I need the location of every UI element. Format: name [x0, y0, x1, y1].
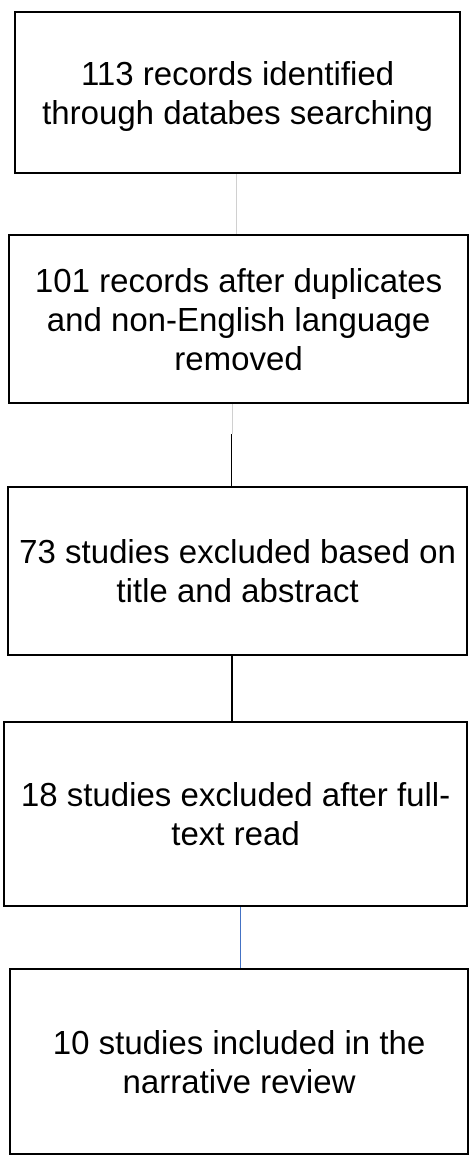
step-records-identified-label: 113 records identified through databes s… — [42, 54, 433, 131]
connector-line-2-3-lower — [231, 434, 232, 486]
step-excluded-title-abstract-label: 73 studies excluded based on title and a… — [19, 533, 456, 609]
step-excluded-full-text-box: 18 studies excluded after full-text read — [3, 721, 468, 907]
step-excluded-full-text-label: 18 studies excluded after full-text read — [20, 776, 451, 852]
connector-line-2-3-upper — [232, 404, 233, 434]
step-included-review-label: 10 studies included in the narrative rev… — [52, 1023, 426, 1100]
step-records-identified-box: 113 records identified through databes s… — [14, 11, 461, 174]
step-records-after-duplicates-label: 101 records after duplicates and non-Eng… — [34, 261, 443, 377]
step-excluded-title-abstract-box: 73 studies excluded based on title and a… — [7, 486, 468, 656]
step-included-review-box: 10 studies included in the narrative rev… — [9, 968, 469, 1155]
step-records-after-duplicates-box: 101 records after duplicates and non-Eng… — [8, 234, 469, 404]
connector-line-4-5 — [240, 907, 241, 968]
connector-line-1-2 — [236, 174, 237, 234]
connector-line-3-4 — [231, 656, 233, 721]
